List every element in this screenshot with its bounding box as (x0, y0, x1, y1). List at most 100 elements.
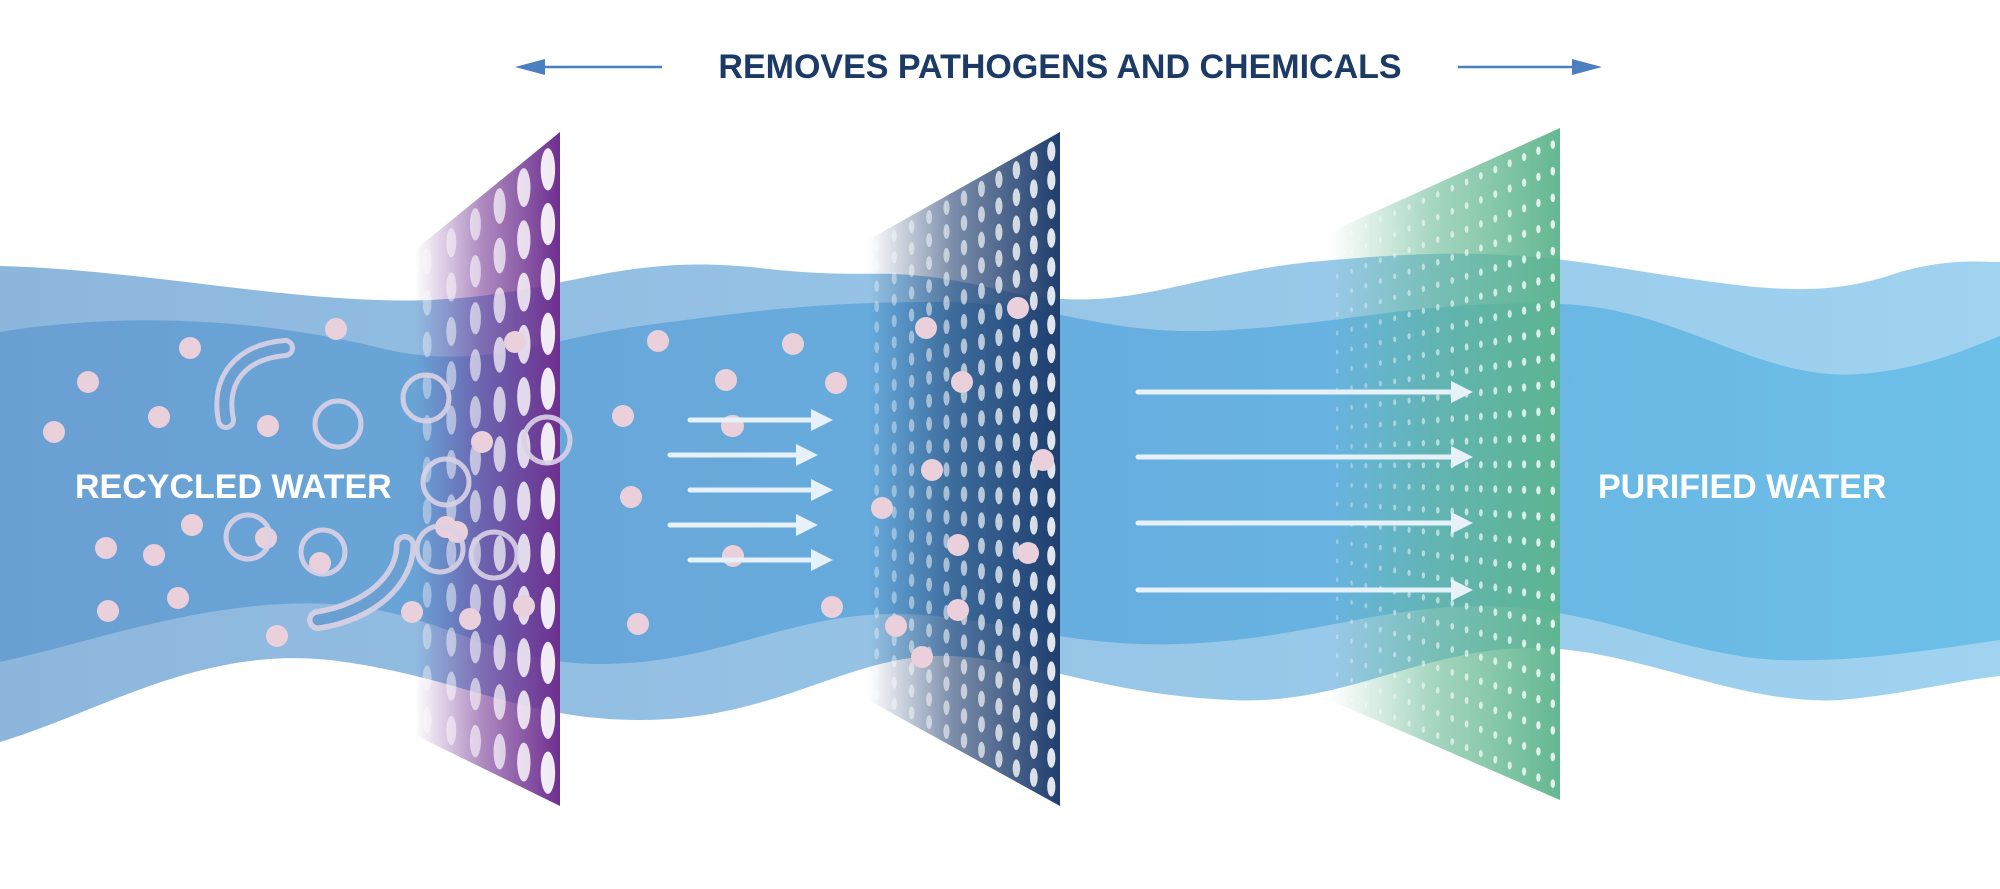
filter-pore (926, 554, 933, 569)
filter-pore (1029, 656, 1038, 675)
filter-pore (1378, 298, 1382, 305)
filter-pore (1047, 748, 1056, 768)
filter-pore (1378, 339, 1382, 346)
filter-pore (1407, 311, 1411, 318)
filter-pore (1436, 281, 1440, 289)
filter-pore (908, 618, 915, 632)
filter-pore (1378, 401, 1382, 407)
filter-pore (891, 314, 897, 328)
filter-pore (1393, 315, 1397, 322)
particle-dot-icon (266, 625, 288, 647)
filter-pore (1550, 166, 1556, 176)
filter-pore (1047, 286, 1056, 306)
filter-pore (943, 486, 950, 501)
filter-pore (1436, 258, 1440, 266)
filter-pore (1407, 397, 1411, 404)
filter-pore (1378, 544, 1382, 551)
filter-pore (891, 442, 897, 455)
filter-pore (1421, 660, 1426, 667)
filter-pore (1350, 385, 1353, 391)
filter-pore (1464, 484, 1469, 492)
filter-pore (1450, 415, 1455, 423)
filter-pore (1407, 247, 1411, 254)
flow-arrows (667, 381, 1473, 601)
filter-pore (1521, 639, 1527, 648)
filter-pore (1335, 634, 1339, 640)
filter-pore (1521, 357, 1527, 366)
filter-pore (1507, 159, 1512, 168)
filter-pore (422, 623, 432, 650)
filter-pore (1407, 290, 1411, 297)
filter-pore (1393, 252, 1397, 259)
filter-pore (908, 330, 915, 344)
filter-pore (1393, 546, 1397, 553)
filter-pore (1378, 278, 1382, 284)
filter-stage-2 (868, 132, 1060, 806)
filter-pore (1507, 360, 1512, 369)
filter-pore (908, 529, 915, 543)
filter-pore (1407, 720, 1411, 727)
bacteria-icon (298, 527, 348, 577)
particle-dot-icon (1017, 542, 1039, 564)
filter-pore (1478, 316, 1483, 324)
filter-pore (891, 336, 897, 349)
filter-pore (1450, 300, 1455, 308)
filter-pore (1493, 165, 1498, 174)
filter-pore (1436, 236, 1440, 243)
filter-pore (1464, 555, 1469, 563)
filter-pore (874, 464, 880, 476)
filter-pore (1421, 351, 1426, 359)
filter-pore (1029, 712, 1038, 731)
flow-arrow-icon (687, 409, 833, 431)
filter-pore (874, 341, 880, 354)
filter-pore (1012, 677, 1021, 696)
filter-pore (1464, 343, 1469, 351)
filter-pore (1478, 485, 1483, 493)
filter-pore (995, 170, 1003, 189)
filter-pore (1350, 638, 1353, 644)
filter-pore (469, 489, 481, 523)
filter-pore (540, 422, 556, 465)
filter-pore (1493, 485, 1498, 493)
filter-pore (1364, 662, 1368, 669)
filter-pore (926, 370, 933, 385)
filter-pore (1464, 461, 1469, 469)
filter-pore (926, 233, 933, 248)
filter-pore (1450, 438, 1455, 446)
filter-pore (1450, 645, 1455, 653)
filter-pore (1335, 691, 1339, 697)
particle-dot-icon (257, 415, 279, 437)
filter-pore (1478, 533, 1483, 541)
filter-pore (978, 512, 985, 529)
filter-pore (1378, 626, 1382, 633)
filter-pore (1393, 378, 1397, 385)
filter-pore (1421, 483, 1426, 491)
filter-pore (891, 357, 897, 370)
filter-pore (960, 708, 968, 724)
filter-pore (1436, 439, 1440, 446)
filter-pore (874, 648, 880, 660)
bacteria-icon (312, 398, 364, 450)
filter-pore (1493, 534, 1498, 543)
filter-pore (1335, 292, 1339, 298)
filter-pore (1436, 642, 1440, 649)
filter-pore (1012, 188, 1021, 207)
filter-pore (1378, 708, 1382, 715)
filter-pore (1436, 709, 1440, 717)
filter-pore (1478, 412, 1483, 421)
filter-pore (1493, 362, 1498, 371)
filter-pore (995, 381, 1003, 399)
filter-pore (1478, 629, 1483, 637)
filter-pore (926, 279, 933, 293)
filter-pore (422, 707, 432, 734)
filter-pore (1507, 585, 1512, 594)
particle-dot-icon (325, 318, 347, 340)
filter-pore (943, 438, 950, 454)
filter-pore (1450, 715, 1455, 722)
filter-pore (1012, 487, 1021, 506)
filter-pore (1047, 517, 1056, 537)
filter-pore (1364, 282, 1368, 289)
filter-pore (1521, 690, 1527, 699)
filter-pore (1464, 202, 1469, 210)
output-label: PURIFIED WATER (1598, 468, 1886, 506)
